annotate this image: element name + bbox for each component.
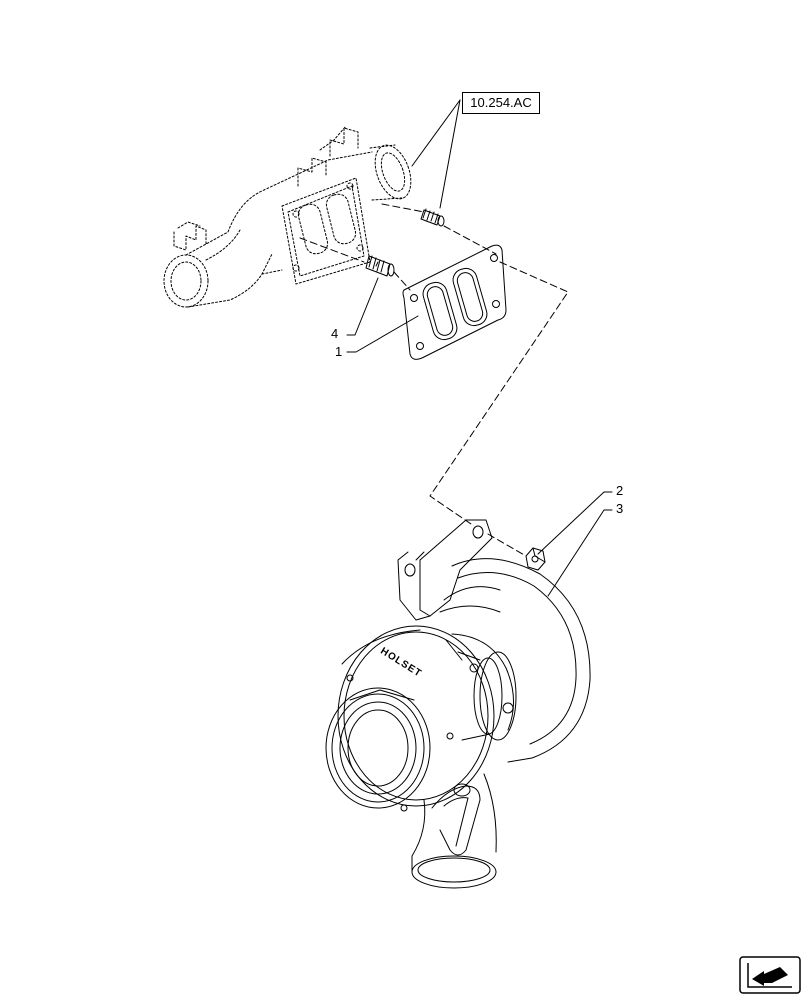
nut-item-2 (525, 547, 546, 571)
leader-lines (346, 99, 613, 597)
next-page-button[interactable] (738, 955, 802, 995)
callout-2: 2 (616, 483, 624, 498)
stud-item-4 (365, 255, 395, 277)
callout-3: 3 (616, 501, 624, 516)
stud-upper (420, 208, 445, 227)
turbo-brand-label: HOLSET (378, 646, 423, 680)
assembly-path-lines (299, 203, 569, 557)
gasket-item-1 (402, 244, 507, 360)
reference-link-box[interactable]: 10.254.AC (462, 92, 540, 114)
next-page-arrow-icon (739, 956, 801, 994)
callout-1: 1 (335, 344, 343, 359)
callout-4: 4 (331, 326, 339, 341)
turbocharger-item-3 (325, 519, 591, 889)
exhaust-manifold (163, 125, 412, 308)
